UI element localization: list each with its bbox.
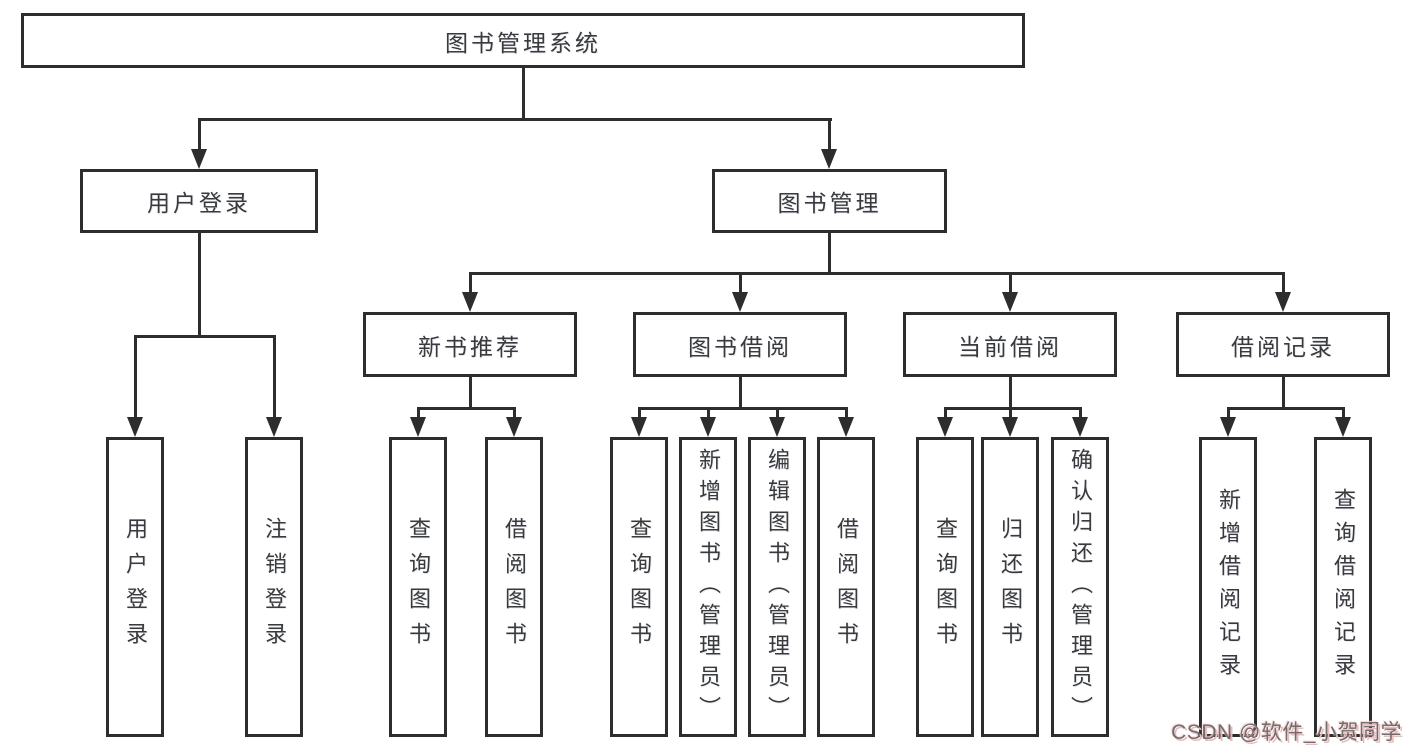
- arrow-down-icon: [631, 417, 647, 437]
- arrow-down-icon: [1002, 292, 1018, 312]
- arrow-down-icon: [821, 149, 837, 169]
- leaf-label: 查询图书: [627, 517, 652, 657]
- connector-root-trunk: [521, 68, 525, 118]
- connector-stem: [512, 407, 516, 419]
- connector-new-book-trunk: [468, 377, 472, 407]
- leaf-label: 注销登录: [262, 517, 287, 657]
- leaf-label: 查询图书: [406, 517, 431, 657]
- leaf-borrow-books: 借阅图书: [817, 437, 875, 737]
- connector-stem-login-leaf: [133, 335, 137, 421]
- leaf-add-books-admin: 新增图书（管理员）: [679, 437, 737, 737]
- arrow-down-icon: [1072, 417, 1088, 437]
- connector-stem: [1078, 407, 1082, 419]
- connector-borrow-record-trunk: [1281, 377, 1285, 407]
- leaf-logout: 注销登录: [245, 437, 303, 737]
- node-book-borrow: 图书借阅: [633, 312, 847, 377]
- connector-stem: [1008, 407, 1012, 419]
- connector-stem: [706, 407, 710, 419]
- connector-stem: [416, 407, 420, 419]
- connector-stem-borrow-record: [1281, 272, 1285, 296]
- arrow-down-icon: [127, 417, 143, 437]
- connector-stem-user-login: [197, 118, 201, 154]
- arrow-down-icon: [700, 417, 716, 437]
- node-label: 图书借阅: [688, 333, 792, 360]
- node-new-book-recommend: 新书推荐: [363, 312, 577, 377]
- leaf-user-login: 用户登录: [106, 437, 164, 737]
- connector-stem-logout-leaf: [272, 335, 276, 421]
- leaf-label: 查询借阅记录: [1331, 488, 1356, 686]
- connector-current-borrow-split: [943, 407, 1082, 410]
- leaf-query-borrow-record: 查询借阅记录: [1314, 437, 1372, 737]
- leaf-label: 编辑图书（管理员）: [765, 447, 790, 727]
- arrow-down-icon: [506, 417, 522, 437]
- leaf-edit-books-admin: 编辑图书（管理员）: [748, 437, 806, 737]
- leaf-return-books: 归还图书: [981, 437, 1039, 737]
- connector-user-login-split: [133, 335, 276, 338]
- leaf-label: 查询图书: [933, 517, 958, 657]
- connector-borrow-record-split: [1226, 407, 1345, 410]
- connector-stem: [844, 407, 848, 419]
- leaf-add-borrow-record: 新增借阅记录: [1199, 437, 1257, 737]
- connector-stem: [943, 407, 947, 419]
- connector-stem: [775, 407, 779, 419]
- node-label: 图书管理: [777, 190, 882, 216]
- arrow-down-icon: [462, 292, 478, 312]
- connector-stem-new-book: [468, 272, 472, 296]
- connector-book-mgmt-trunk: [827, 233, 831, 272]
- leaf-query-books-recommend: 查询图书: [389, 437, 447, 737]
- connector-stem-current-borrow: [1008, 272, 1012, 296]
- connector-stem-book-management: [827, 118, 831, 154]
- node-current-borrow: 当前借阅: [903, 312, 1117, 377]
- leaf-label: 新增图书（管理员）: [696, 447, 721, 727]
- connector-book-borrow-split: [637, 407, 848, 410]
- node-borrow-record: 借阅记录: [1176, 312, 1390, 377]
- arrow-down-icon: [191, 149, 207, 169]
- arrow-down-icon: [937, 417, 953, 437]
- node-book-management: 图书管理: [712, 169, 947, 233]
- arrow-down-icon: [1335, 417, 1351, 437]
- connector-new-book-split: [416, 407, 516, 410]
- connector-book-borrow-trunk: [738, 377, 742, 407]
- node-user-login: 用户登录: [80, 169, 318, 233]
- connector-book-mgmt-split: [468, 272, 1284, 275]
- connector-stem: [637, 407, 641, 419]
- leaf-confirm-return-admin: 确认归还（管理员）: [1051, 437, 1109, 737]
- leaf-query-books-borrow: 查询图书: [610, 437, 668, 737]
- node-label: 新书推荐: [418, 333, 522, 360]
- connector-stem: [1226, 407, 1230, 419]
- leaf-label: 确认归还（管理员）: [1068, 447, 1093, 727]
- arrow-down-icon: [769, 417, 785, 437]
- connector-root-split: [197, 118, 832, 121]
- leaf-query-books-current: 查询图书: [916, 437, 974, 737]
- leaf-label: 用户登录: [123, 517, 148, 657]
- connector-user-login-trunk: [197, 233, 201, 335]
- arrow-down-icon: [1275, 292, 1291, 312]
- leaf-borrow-books-recommend: 借阅图书: [485, 437, 543, 737]
- leaf-label: 新增借阅记录: [1216, 488, 1241, 686]
- arrow-down-icon: [732, 292, 748, 312]
- arrow-down-icon: [410, 417, 426, 437]
- node-root-library-system: 图书管理系统: [21, 13, 1025, 68]
- csdn-watermark: CSDN @软件_小贺同学: [1171, 721, 1402, 744]
- connector-current-borrow-trunk: [1008, 377, 1012, 407]
- arrow-down-icon: [838, 417, 854, 437]
- arrow-down-icon: [1220, 417, 1236, 437]
- leaf-label: 借阅图书: [502, 517, 527, 657]
- arrow-down-icon: [1002, 417, 1018, 437]
- leaf-label: 归还图书: [998, 517, 1023, 657]
- connector-stem-book-borrow: [738, 272, 742, 296]
- node-label: 借阅记录: [1231, 333, 1335, 360]
- node-label: 当前借阅: [958, 333, 1062, 360]
- connector-stem: [1341, 407, 1345, 419]
- node-label: 图书管理系统: [445, 29, 601, 56]
- arrow-down-icon: [266, 417, 282, 437]
- leaf-label: 借阅图书: [834, 517, 859, 657]
- node-label: 用户登录: [147, 190, 251, 216]
